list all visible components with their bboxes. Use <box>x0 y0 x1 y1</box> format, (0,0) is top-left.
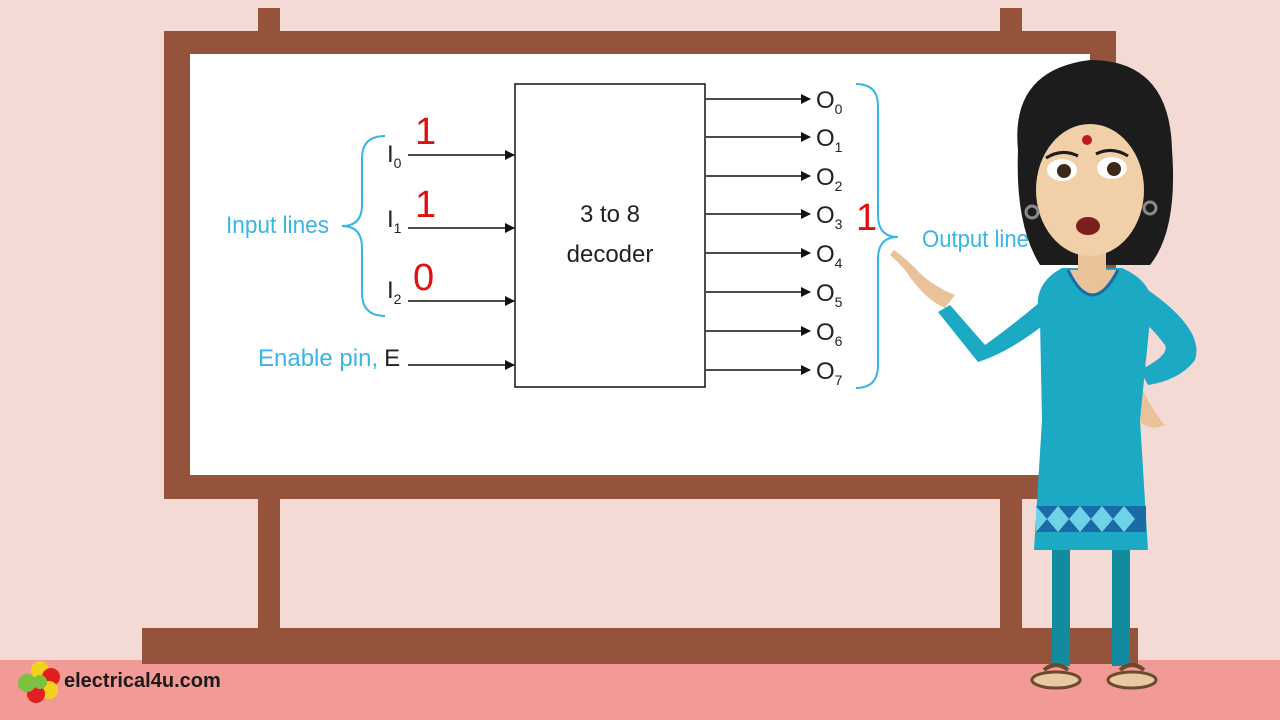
easel-leg-left <box>258 495 280 635</box>
input-label-0: I0 <box>387 141 402 171</box>
input-value-0: 1 <box>415 111 436 153</box>
easel-base <box>142 628 1138 664</box>
presenter-sandal-left <box>1030 670 1082 690</box>
presenter-hand-left <box>890 250 955 308</box>
output-label-0: O0 <box>816 87 843 117</box>
input-label-1: I1 <box>387 206 402 236</box>
output-lines-label: Output lines <box>922 226 1040 253</box>
presenter-arm-left <box>938 285 1060 362</box>
input-brace <box>341 135 386 317</box>
decoder-box <box>514 83 706 388</box>
site-logo[interactable]: electrical4u.com <box>18 658 278 706</box>
decoder-label-line1: 3 to 8 <box>580 201 640 228</box>
easel-top-post-right <box>1000 8 1022 38</box>
output-label-6: O6 <box>816 319 843 349</box>
presenter-bindi <box>1082 135 1092 145</box>
easel-leg-right <box>1000 495 1022 635</box>
flower-logo-icon <box>18 661 60 703</box>
presenter-sandal-right <box>1106 670 1158 690</box>
input-value-1: 1 <box>415 184 436 226</box>
output-label-4: O4 <box>816 241 843 271</box>
site-name: electrical4u.com <box>64 670 221 692</box>
presenter-face <box>1036 124 1144 256</box>
output-brace <box>855 83 899 389</box>
input-value-2: 0 <box>413 257 434 299</box>
output-label-1: O1 <box>816 125 843 155</box>
output-value-3: 1 <box>856 197 877 239</box>
easel-top-post-left <box>258 8 280 38</box>
presenter-dress <box>1034 268 1153 550</box>
presenter-leg-left <box>1052 548 1070 666</box>
input-label-2: I2 <box>387 277 402 307</box>
decoder-label-line2: decoder <box>567 241 654 268</box>
output-label-3: O3 <box>816 202 843 232</box>
output-label-5: O5 <box>816 280 843 310</box>
presenter-leg-right <box>1112 548 1130 666</box>
enable-label: Enable pin,E <box>258 345 400 372</box>
output-label-2: O2 <box>816 164 843 194</box>
presenter-character <box>890 60 1197 690</box>
output-label-7: O7 <box>816 358 843 388</box>
input-lines-label: Input lines <box>226 212 329 239</box>
